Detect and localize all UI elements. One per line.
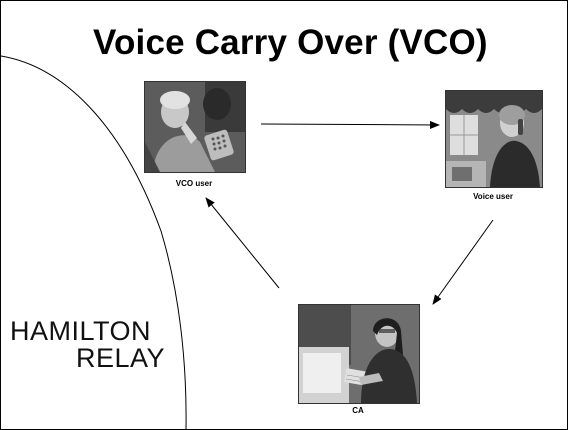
ca-photo [298, 304, 420, 404]
slide-title: Voice Carry Over (VCO) [93, 23, 488, 62]
vco-user-label: VCO user [175, 179, 213, 188]
arrow-voice-to-ca [432, 219, 494, 305]
voice-user-photo [445, 90, 543, 188]
voice-user-label: Voice user [473, 192, 513, 201]
vco-user-photo [144, 81, 246, 173]
logo-line2: RELAY [76, 343, 166, 373]
hamilton-relay-logo: HAMILTON RELAY [10, 318, 165, 372]
arrow-vco-to-voice [260, 120, 440, 129]
ca-label: CA [352, 406, 364, 415]
arrow-ca-to-vco [205, 197, 280, 289]
logo-line1: HAMILTON [10, 316, 152, 346]
